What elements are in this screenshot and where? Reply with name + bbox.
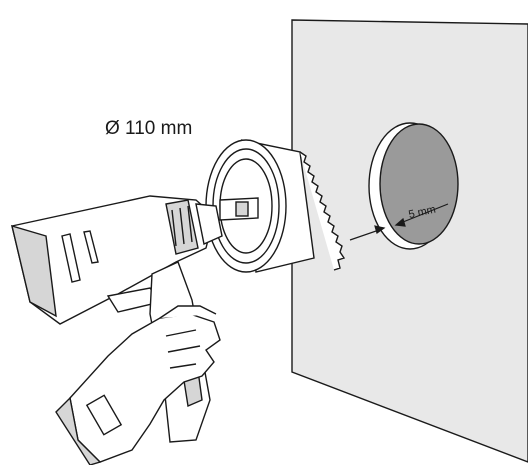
dimension-arrow-icon [349,203,449,241]
hole-saw-icon [205,139,346,273]
gloved-hand-icon [55,305,221,465]
hole-recess-icon [368,122,459,250]
power-drill-icon [11,195,223,443]
hole-diameter-label: Ø 110 mm [105,118,193,139]
